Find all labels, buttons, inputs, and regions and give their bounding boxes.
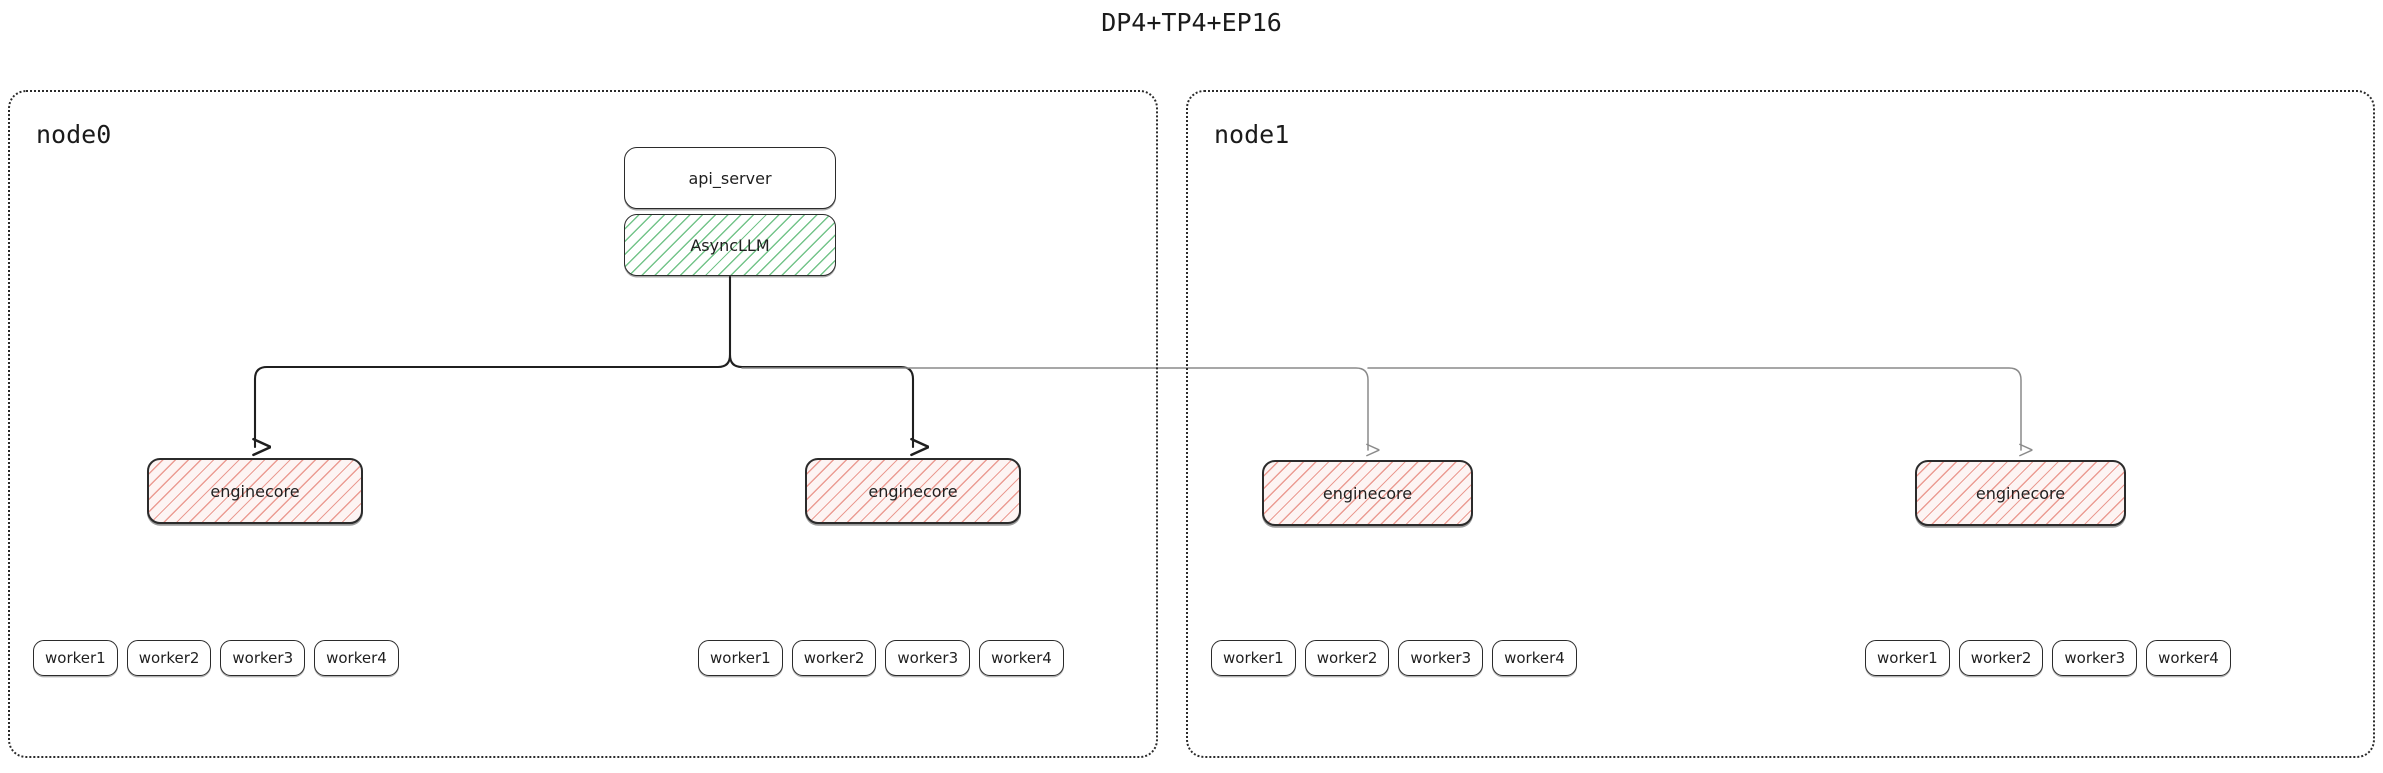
node-container-node1: node1 (1186, 90, 2375, 758)
box-worker[interactable]: worker2 (1304, 640, 1390, 676)
page-title: DP4+TP4+EP16 (1101, 8, 1282, 37)
box-worker[interactable]: worker2 (1958, 640, 2044, 676)
box-worker[interactable]: worker3 (1398, 640, 1484, 676)
box-enginecore[interactable]: enginecore (805, 458, 1021, 524)
box-worker[interactable]: worker4 (2146, 640, 2231, 676)
box-worker[interactable]: worker3 (2052, 640, 2138, 676)
worker-row: worker1 worker2 worker3 worker4 (698, 640, 1064, 676)
box-worker[interactable]: worker1 (1865, 640, 1950, 676)
box-worker[interactable]: worker4 (314, 640, 399, 676)
box-enginecore[interactable]: enginecore (147, 458, 363, 524)
box-worker[interactable]: worker2 (126, 640, 212, 676)
node-label-node0: node0 (36, 120, 112, 149)
box-worker[interactable]: worker4 (979, 640, 1064, 676)
node-container-node0: node0 (8, 90, 1158, 758)
box-worker[interactable]: worker1 (1211, 640, 1296, 676)
worker-row: worker1 worker2 worker3 worker4 (33, 640, 399, 676)
box-worker[interactable]: worker1 (33, 640, 118, 676)
box-enginecore[interactable]: enginecore (1915, 460, 2126, 526)
box-worker[interactable]: worker3 (885, 640, 971, 676)
box-worker[interactable]: worker2 (791, 640, 877, 676)
worker-row: worker1 worker2 worker3 worker4 (1865, 640, 2231, 676)
box-worker[interactable]: worker3 (220, 640, 306, 676)
box-enginecore[interactable]: enginecore (1262, 460, 1473, 526)
box-async-llm[interactable]: AsyncLLM (624, 214, 836, 276)
box-api-server[interactable]: api_server (624, 147, 836, 209)
box-worker[interactable]: worker1 (698, 640, 783, 676)
worker-row: worker1 worker2 worker3 worker4 (1211, 640, 1577, 676)
node-label-node1: node1 (1214, 120, 1290, 149)
box-worker[interactable]: worker4 (1492, 640, 1577, 676)
